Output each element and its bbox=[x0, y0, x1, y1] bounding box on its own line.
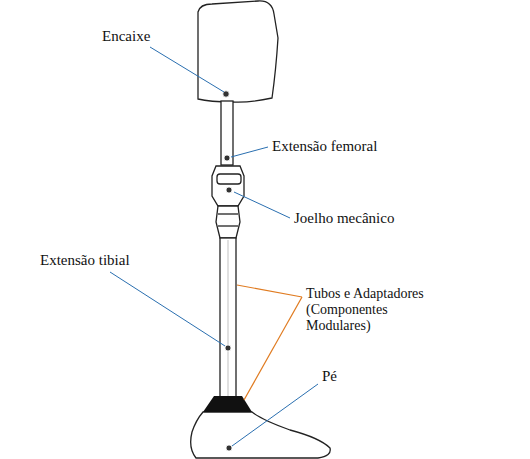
leader-line bbox=[244, 297, 302, 400]
leader-line bbox=[234, 192, 290, 218]
part-label: Encaixe bbox=[102, 28, 150, 45]
part-label: Tubos e Adaptadores (Componentes Modular… bbox=[306, 286, 438, 334]
socket bbox=[198, 1, 278, 102]
tibial-tube bbox=[220, 238, 236, 398]
leader-line bbox=[231, 147, 268, 157]
screw bbox=[226, 187, 232, 193]
leader-line bbox=[237, 285, 302, 297]
part-label: Extensão tibial bbox=[40, 252, 130, 269]
knee-lower bbox=[216, 206, 240, 238]
leader-line bbox=[110, 272, 225, 346]
part-label: Extensão femoral bbox=[272, 138, 377, 155]
part-label: Joelho mecânico bbox=[294, 210, 394, 227]
part-label: Pé bbox=[322, 368, 337, 385]
foot bbox=[191, 412, 331, 458]
knee-line bbox=[218, 225, 238, 226]
leader-line bbox=[150, 47, 224, 92]
knee-joint bbox=[212, 166, 244, 206]
femoral-tube bbox=[221, 101, 233, 165]
screw bbox=[224, 155, 230, 161]
knee-line bbox=[218, 213, 238, 214]
screw bbox=[226, 445, 232, 451]
knee-axis bbox=[217, 174, 241, 184]
leader-line bbox=[232, 384, 318, 446]
tube-shade bbox=[228, 240, 229, 396]
screw bbox=[225, 345, 231, 351]
